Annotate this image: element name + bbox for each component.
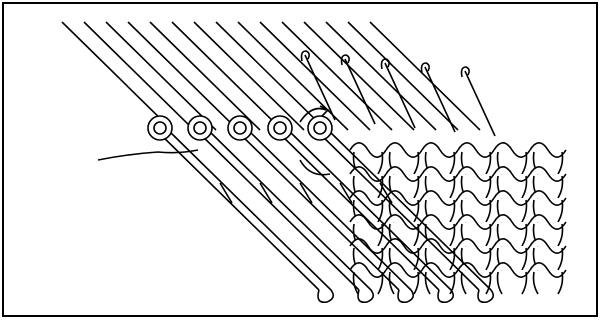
needle-ring-inner bbox=[234, 122, 246, 134]
needle-ring-inner bbox=[154, 122, 166, 134]
needle-ring-inner bbox=[314, 122, 326, 134]
needle-ring-inner bbox=[274, 122, 286, 134]
needle-ring-inner bbox=[194, 122, 206, 134]
